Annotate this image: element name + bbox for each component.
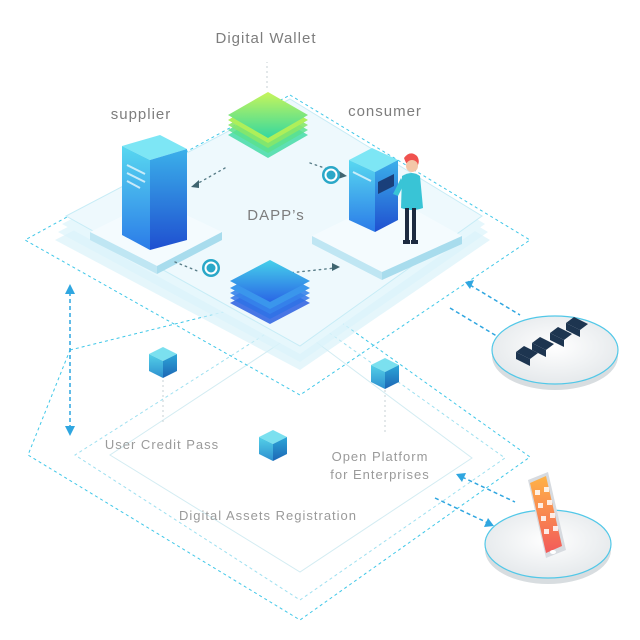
bottom-platform	[27, 292, 531, 621]
label-supplier: supplier	[110, 106, 172, 123]
consumer-pad	[312, 197, 462, 280]
cube-connectors	[162, 62, 386, 432]
flow-arrowheads	[191, 171, 347, 271]
wallet-stack	[228, 92, 308, 158]
coin-icon	[202, 259, 220, 277]
label-digital-wallet: Digital Wallet	[215, 30, 317, 47]
phone-arrows	[434, 476, 516, 524]
eco-disc	[491, 315, 619, 390]
label-consumer: consumer	[348, 103, 422, 120]
label-open-platform: Open Platform for Enterprises	[330, 448, 430, 484]
label-digital-assets-registration: Digital Assets Registration	[178, 508, 358, 523]
label-open-platform-line2: for Enterprises	[330, 467, 430, 482]
dapp-stack	[230, 260, 310, 324]
phone-arrowheads	[456, 473, 494, 527]
consumer-kiosk-icon	[349, 148, 398, 232]
cube-user-credit	[149, 347, 177, 378]
eco-arrows	[449, 284, 521, 339]
vertical-double-arrow	[65, 284, 75, 436]
label-user-credit-pass: User Credit Pass	[104, 437, 220, 452]
coin-icon	[322, 166, 340, 184]
label-open-platform-line1: Open Platform	[331, 449, 429, 464]
cube-open-platform	[371, 358, 399, 389]
label-dapps: DAPP’s	[247, 207, 305, 224]
smartphone-icon	[528, 472, 566, 558]
supplier-server-icon	[122, 135, 187, 250]
cube-digital-assets	[259, 430, 287, 461]
person-icon	[393, 153, 423, 244]
